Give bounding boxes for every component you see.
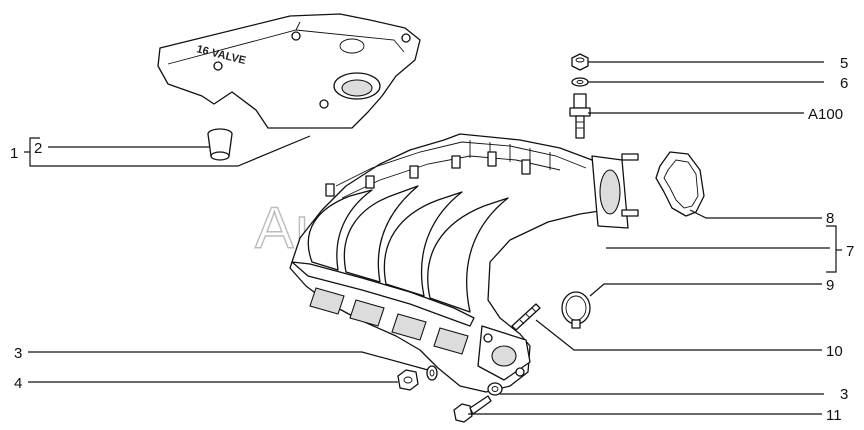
rubber-plug (207, 128, 233, 161)
stud-bolt (511, 303, 541, 331)
callout-3-left: 3 (14, 345, 22, 362)
callout-2: 2 (34, 140, 42, 157)
callout-11: 11 (826, 407, 842, 424)
intake-manifold (289, 133, 639, 393)
sensor-a100 (569, 93, 591, 139)
top-nut (571, 53, 589, 71)
callout-7: 7 (846, 243, 854, 260)
engine-cover: 16 VALVE (157, 13, 421, 129)
callout-10: 10 (826, 343, 843, 360)
o-ring-gasket (561, 291, 591, 329)
callout-1: 1 (10, 145, 18, 162)
callout-6: 6 (840, 75, 848, 92)
callout-8: 8 (826, 210, 834, 227)
callout-a100: A100 (808, 106, 843, 123)
lower-nut (397, 369, 419, 391)
callout-9: 9 (826, 277, 834, 294)
top-washer (571, 77, 589, 87)
throttle-gasket (655, 151, 705, 217)
lower-washer-right (487, 382, 503, 396)
callout-3-right: 3 (840, 386, 848, 403)
lower-washer-left (426, 365, 438, 381)
leader-lines (24, 61, 842, 415)
callout-5: 5 (840, 55, 848, 72)
callout-4: 4 (14, 375, 22, 392)
hex-bolt (453, 395, 492, 423)
